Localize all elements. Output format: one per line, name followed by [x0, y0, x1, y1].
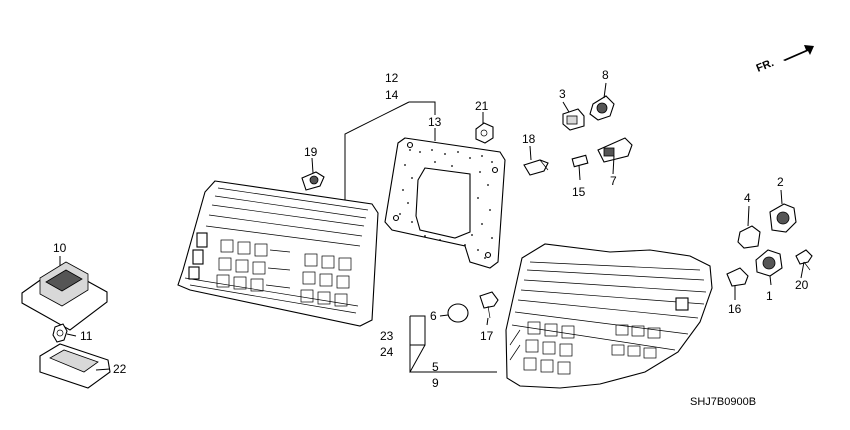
nut-part-21: [475, 122, 494, 144]
socket-part-3: [562, 108, 585, 131]
callout-5: 5: [432, 360, 439, 374]
callout-16: 16: [728, 302, 742, 316]
screw-part-20: [795, 249, 813, 271]
callout-17: 17: [480, 329, 494, 343]
bulb-part-4: [737, 225, 761, 249]
callout-14: 14: [385, 88, 399, 102]
callout-8: 8: [602, 68, 609, 82]
callout-20: 20: [795, 278, 809, 292]
bulb-part-8: [589, 95, 615, 121]
callout-3: 3: [559, 87, 566, 101]
screw-part-17: [479, 291, 499, 319]
screw-part-19: [301, 171, 325, 191]
outer-tail-light-assembly: [505, 243, 713, 389]
leader-lines: [59, 82, 805, 373]
socket-part-7: [597, 137, 633, 163]
cap-part-6: [447, 303, 469, 323]
bulb-part-16: [726, 267, 749, 287]
callout-21: 21: [475, 99, 489, 113]
callouts: 1 2 3 4 5 6 7 8 9 10 11 12 13 14 15 16 1…: [53, 68, 809, 390]
callout-7: 7: [610, 174, 617, 188]
callout-23: 23: [380, 329, 394, 343]
inner-tail-light-assembly: [177, 180, 379, 327]
callout-22: 22: [113, 362, 127, 376]
callout-18: 18: [522, 132, 536, 146]
front-direction-indicator: FR.: [755, 45, 814, 75]
clip-part-18: [523, 159, 549, 176]
callout-4: 4: [744, 191, 751, 205]
callout-1: 1: [766, 289, 773, 303]
diagram-code: SHJ7B0900B: [690, 396, 756, 408]
callout-24: 24: [380, 345, 394, 359]
callout-6: 6: [430, 309, 437, 323]
callout-12: 12: [385, 71, 399, 85]
bulb-part-15: [571, 154, 589, 168]
socket-part-2: [769, 203, 797, 233]
callout-9: 9: [432, 376, 439, 390]
front-arrow-icon: [783, 45, 814, 61]
license-light-assembly: [21, 261, 111, 389]
fr-label: FR.: [755, 57, 776, 75]
socket-part-1: [755, 249, 783, 277]
callout-19: 19: [304, 145, 318, 159]
callout-10: 10: [53, 241, 67, 255]
callout-2: 2: [777, 175, 784, 189]
callout-15: 15: [572, 185, 586, 199]
callout-13: 13: [428, 115, 442, 129]
gasket-part-13: [384, 137, 506, 269]
callout-11: 11: [80, 329, 93, 343]
